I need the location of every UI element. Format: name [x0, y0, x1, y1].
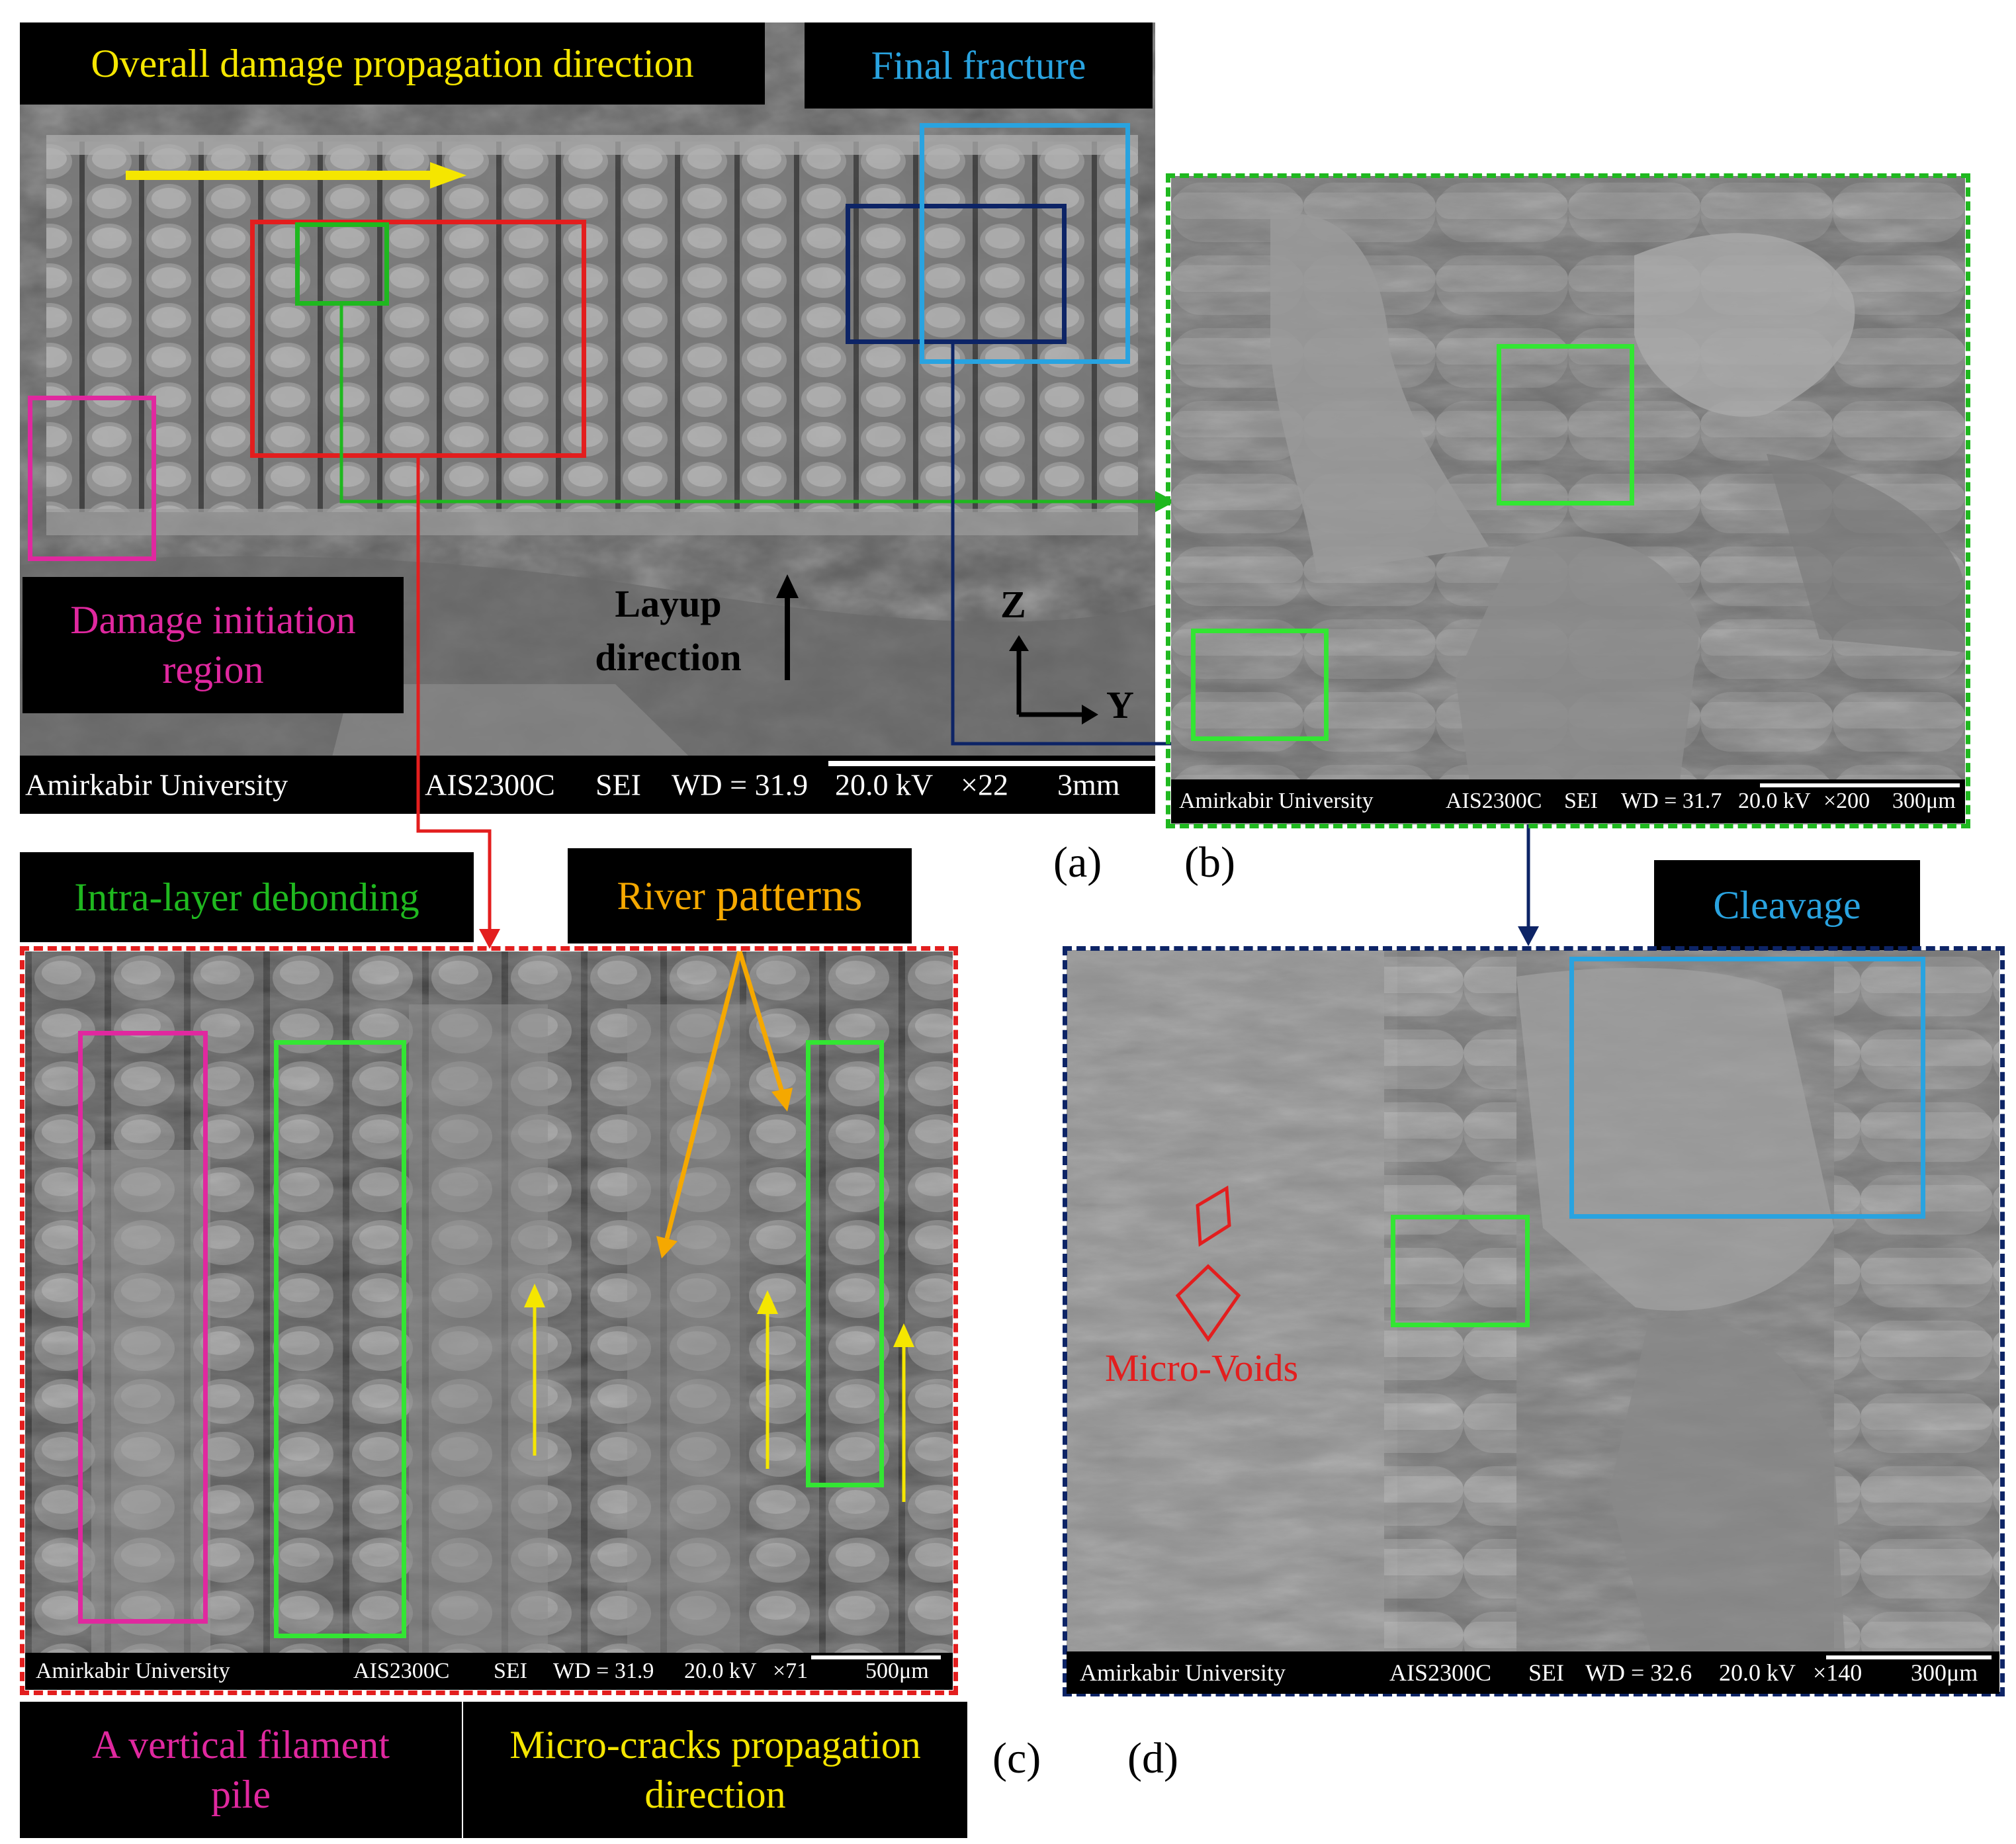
- panel-d-kv: 20.0 kV: [1719, 1659, 1796, 1686]
- panel-c-kv: 20.0 kV: [684, 1659, 757, 1683]
- panel-d-institution: Amirkabir University: [1080, 1659, 1286, 1686]
- panel-b-texture: [1171, 176, 1965, 824]
- zy-axis-icon: [1009, 635, 1098, 724]
- panel-b-mag: ×200: [1823, 789, 1870, 813]
- panel-b-mode: SEI: [1564, 789, 1598, 813]
- intra-layer-box-2: [806, 1040, 884, 1487]
- final-fracture-label: Final fracture: [805, 22, 1153, 109]
- micro-cracks-label: Micro-cracks propagation direction: [463, 1702, 967, 1838]
- panel-c-letter: (c): [992, 1734, 1041, 1782]
- panel-b-region-box: [295, 222, 389, 306]
- river-patterns-word-1: River: [617, 873, 705, 918]
- panel-b-wd: WD = 31.7: [1621, 789, 1722, 813]
- panel-d-wd: WD = 32.6: [1585, 1659, 1692, 1686]
- panel-c-info-bar: Amirkabir University AIS2300C SEI WD = 3…: [25, 1653, 953, 1690]
- axis-y-label: Y: [1106, 683, 1134, 726]
- panel-d-texture: [1067, 950, 1999, 1694]
- panel-d-scale: 300μm: [1911, 1659, 1978, 1686]
- panel-b-green-box-1: [1497, 344, 1634, 505]
- cleavage-label: Cleavage: [1654, 860, 1920, 950]
- panel-b-green-box-2: [1191, 629, 1329, 741]
- micro-voids-label: Micro-Voids: [1105, 1346, 1299, 1389]
- panel-c-mag: ×71: [773, 1659, 809, 1683]
- panel-c-institution: Amirkabir University: [36, 1659, 230, 1683]
- panel-a-model: AIS2300C: [425, 768, 555, 802]
- panel-c-sem-image: [25, 951, 953, 1690]
- panel-b-sem-image: [1171, 176, 1965, 824]
- cleavage-box: [1569, 957, 1925, 1219]
- damage-initiation-label: Damage initiation region: [22, 577, 404, 713]
- panel-a-info-bar: Amirkabir University AIS2300C SEI WD = 3…: [20, 756, 1159, 814]
- panel-c-wd: WD = 31.9: [553, 1659, 654, 1683]
- panel-c-texture: [25, 951, 953, 1690]
- panel-c-model: AIS2300C: [353, 1659, 450, 1683]
- panel-c-frame: [20, 946, 958, 1695]
- panel-a-institution: Amirkabir University: [25, 768, 288, 802]
- layup-direction-label: Layup direction: [595, 582, 742, 680]
- damage-initiation-box: [28, 396, 156, 561]
- panel-a-mode: SEI: [595, 768, 641, 802]
- panel-d-green-box: [1391, 1215, 1530, 1327]
- panel-b-info-bar: Amirkabir University AIS2300C SEI WD = 3…: [1171, 779, 1965, 823]
- layup-up-arrow: [776, 574, 799, 680]
- panel-b-institution: Amirkabir University: [1179, 789, 1374, 813]
- panel-b-scale-bar: [1760, 783, 1960, 787]
- panel-a-letter: (a): [1053, 838, 1102, 887]
- panel-d-region-box: [846, 204, 1067, 344]
- damage-direction-arrow: [126, 162, 466, 189]
- axis-z-label: Z: [1000, 583, 1026, 626]
- vertical-filament-box: [78, 1031, 208, 1624]
- panel-b-frame: [1166, 173, 1970, 828]
- panel-d-frame: [1063, 946, 2005, 1696]
- panel-b-model: AIS2300C: [1446, 789, 1542, 813]
- panel-d-model: AIS2300C: [1389, 1659, 1492, 1686]
- panel-c-scale: 500μm: [865, 1659, 929, 1683]
- panel-d-letter: (d): [1127, 1734, 1178, 1782]
- river-patterns-word-2: patterns: [715, 870, 863, 922]
- panel-a-mag: ×22: [961, 768, 1008, 802]
- intra-layer-box-1: [274, 1040, 406, 1638]
- panel-b-scale: 300μm: [1892, 789, 1956, 813]
- panel-a-scale: 3mm: [1057, 768, 1120, 802]
- panel-c-mode: SEI: [494, 1659, 527, 1683]
- panel-d-mode: SEI: [1528, 1659, 1564, 1686]
- vertical-filament-label: A vertical filament pile: [20, 1702, 462, 1838]
- panel-b-letter: (b): [1184, 838, 1235, 887]
- river-patterns-label: River patterns: [568, 848, 912, 944]
- final-fracture-box: [920, 123, 1130, 364]
- panel-b-kv: 20.0 kV: [1738, 789, 1811, 813]
- panel-a-sem-image: [20, 22, 1155, 814]
- panel-c-region-box: [250, 220, 586, 458]
- panel-a-kv: 20.0 kV: [835, 768, 934, 802]
- overall-damage-label: Overall damage propagation direction: [20, 22, 765, 105]
- panel-a-wd: WD = 31.9: [672, 768, 809, 802]
- panel-d-scale-bar: [1826, 1655, 1992, 1659]
- panel-a-scale-bar: [828, 761, 1159, 766]
- panel-d-mag: ×140: [1813, 1659, 1863, 1686]
- panel-c-scale-bar: [811, 1655, 941, 1659]
- panel-a-texture: [20, 22, 1155, 814]
- panel-d-sem-image: [1067, 950, 1999, 1694]
- intra-layer-debonding-label: Intra-layer debonding: [20, 852, 474, 942]
- panel-d-info-bar: Amirkabir University AIS2300C SEI WD = 3…: [1067, 1651, 1999, 1694]
